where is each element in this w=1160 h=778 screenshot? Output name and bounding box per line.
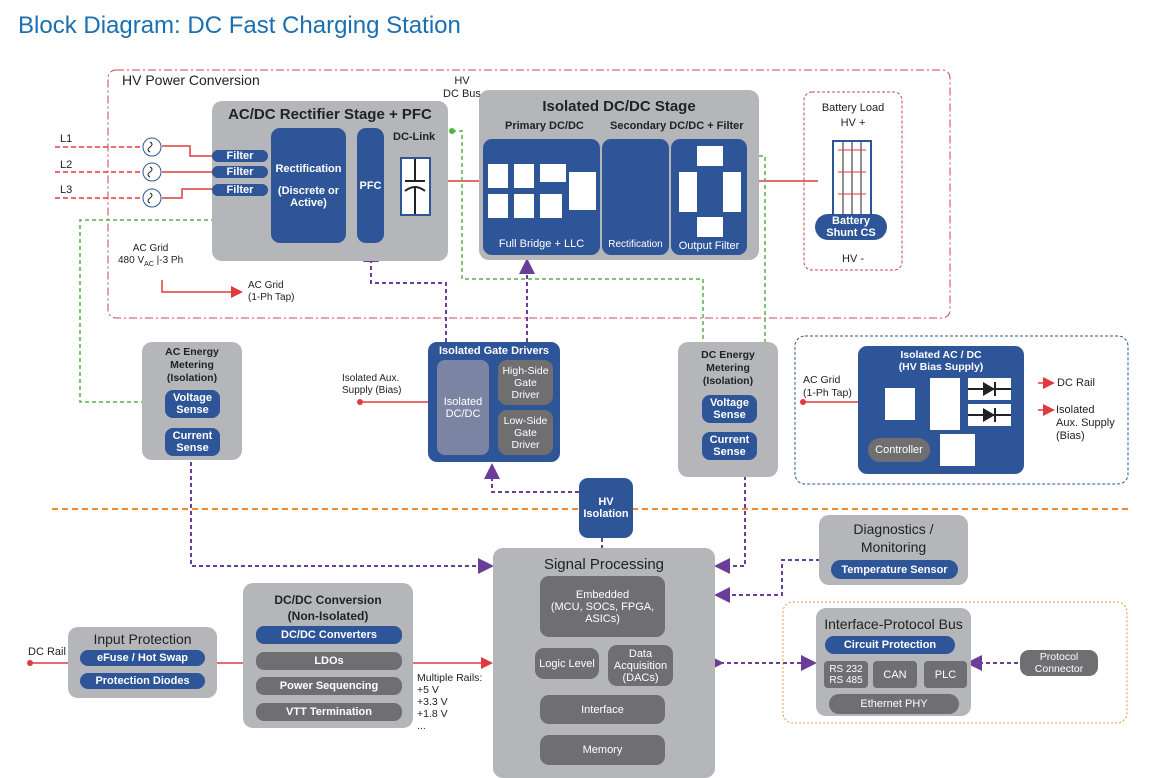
- isolated-acdc-bias-supply: Isolated AC / DC(HV Bias Supply) Control…: [858, 346, 1024, 474]
- controller-block: Controller: [868, 438, 930, 462]
- circuit-protection: Circuit Protection: [825, 636, 955, 654]
- ac-grid-3ph-label: AC Grid 480 VAC |-3 Ph: [118, 243, 184, 268]
- phase-l1-label: L1: [60, 133, 73, 145]
- secondary-rectification-label: Rectification: [608, 239, 663, 250]
- hv-power-conversion-label: HV Power Conversion: [122, 72, 260, 88]
- dcdc-conversion-title: DC/DC Conversion(Non-Isolated): [274, 593, 382, 623]
- output-filter-label: Output Filter: [678, 240, 740, 252]
- transformer-icon: [569, 172, 596, 210]
- battery-pack-icon: [832, 140, 872, 216]
- ldos: LDOs: [256, 652, 402, 670]
- mosfet-icon: [885, 388, 915, 420]
- vtt-termination: VTT Termination: [256, 703, 402, 721]
- protection-diodes: Protection Diodes: [80, 673, 205, 689]
- capacitor-icon: [540, 194, 562, 218]
- interface-bus-title: Interface-Protocol Bus: [824, 616, 963, 632]
- optocoupler-icon: [940, 434, 975, 466]
- phase-l2-label: L2: [60, 159, 73, 171]
- secondary-rectification-block: Rectification: [602, 139, 669, 255]
- full-bridge-llc-block: Full Bridge + LLC: [483, 139, 600, 255]
- efuse-hot-swap: eFuse / Hot Swap: [80, 650, 205, 666]
- filter-l3: Filter: [212, 184, 268, 196]
- capacitor-icon: [679, 172, 697, 212]
- diode-icon: [968, 378, 1011, 400]
- capacitor-icon: [723, 172, 741, 212]
- gate-drivers-title: Isolated Gate Drivers: [438, 345, 550, 357]
- transformer-icon: [930, 378, 960, 430]
- interface-boundary: [782, 601, 1128, 724]
- hv-minus-label: HV -: [842, 253, 864, 265]
- filter-l2: Filter: [212, 166, 268, 178]
- mosfet-icon: [488, 194, 508, 218]
- power-sequencing: Power Sequencing: [256, 677, 402, 695]
- isolated-dcdc-title: Isolated DC/DC Stage: [542, 98, 696, 115]
- hv-power-boundary: [107, 69, 951, 319]
- mosfet-icon: [514, 194, 534, 218]
- plc-block: PLC: [924, 661, 967, 688]
- bias-dc-rail-label: DC Rail: [1057, 377, 1095, 389]
- inductor-icon: [540, 164, 566, 182]
- temperature-sensor: Temperature Sensor: [831, 560, 958, 579]
- mosfet-icon: [514, 164, 534, 188]
- dc-link-label: DC-Link: [393, 131, 436, 143]
- multiple-rails-label: Multiple Rails:+5 V+3.3 V+1.8 V...: [417, 672, 483, 733]
- mosfet-icon: [488, 164, 508, 188]
- signal-processing-title: Signal Processing: [543, 556, 665, 573]
- rectification-block: Rectification (Discrete or Active): [271, 128, 346, 243]
- ethernet-phy: Ethernet PHY: [829, 694, 959, 714]
- ac-grid-tap-label: AC Grid(1-Ph Tap): [248, 280, 295, 303]
- inductor-icon: [697, 217, 723, 237]
- can-block: CAN: [873, 661, 917, 688]
- acdc-rectifier-title: AC/DC Rectifier Stage + PFC: [228, 106, 432, 123]
- output-filter-block: Output Filter: [671, 139, 747, 255]
- diagnostics-title: Diagnostics /Monitoring: [853, 521, 934, 555]
- inductor-icon: [697, 146, 723, 166]
- interface-block: Interface: [540, 695, 665, 724]
- input-protection-title: Input Protection: [93, 631, 192, 647]
- logic-level-block: Logic Level: [535, 648, 599, 679]
- full-bridge-label: Full Bridge + LLC: [498, 238, 585, 250]
- bias-supply-title: Isolated AC / DC(HV Bias Supply): [898, 349, 984, 373]
- bias-input-label: AC Grid(1-Ph Tap): [803, 374, 852, 399]
- memory-block: Memory: [540, 735, 665, 765]
- battery-boundary: [803, 91, 903, 271]
- phase-l3-label: L3: [60, 184, 73, 196]
- dc-link-capacitor-icon: [400, 157, 431, 216]
- embedded-block: Embedded(MCU, SOCs, FPGA,ASICs): [540, 576, 665, 637]
- dcdc-converters: DC/DC Converters: [256, 626, 402, 644]
- diode-icon: [968, 404, 1011, 426]
- bias-boundary: [794, 335, 1129, 485]
- dc-rail-input-label: DC Rail: [28, 646, 66, 658]
- secondary-dcdc-label: Secondary DC/DC + Filter: [610, 120, 744, 132]
- primary-dcdc-label: Primary DC/DC: [505, 120, 584, 132]
- isolated-aux-supply-label: Isolated Aux.Supply (Bias): [342, 373, 402, 396]
- filter-l1: Filter: [212, 150, 268, 162]
- page-title: Block Diagram: DC Fast Charging Station: [18, 12, 461, 39]
- pfc-block: PFC: [357, 128, 384, 243]
